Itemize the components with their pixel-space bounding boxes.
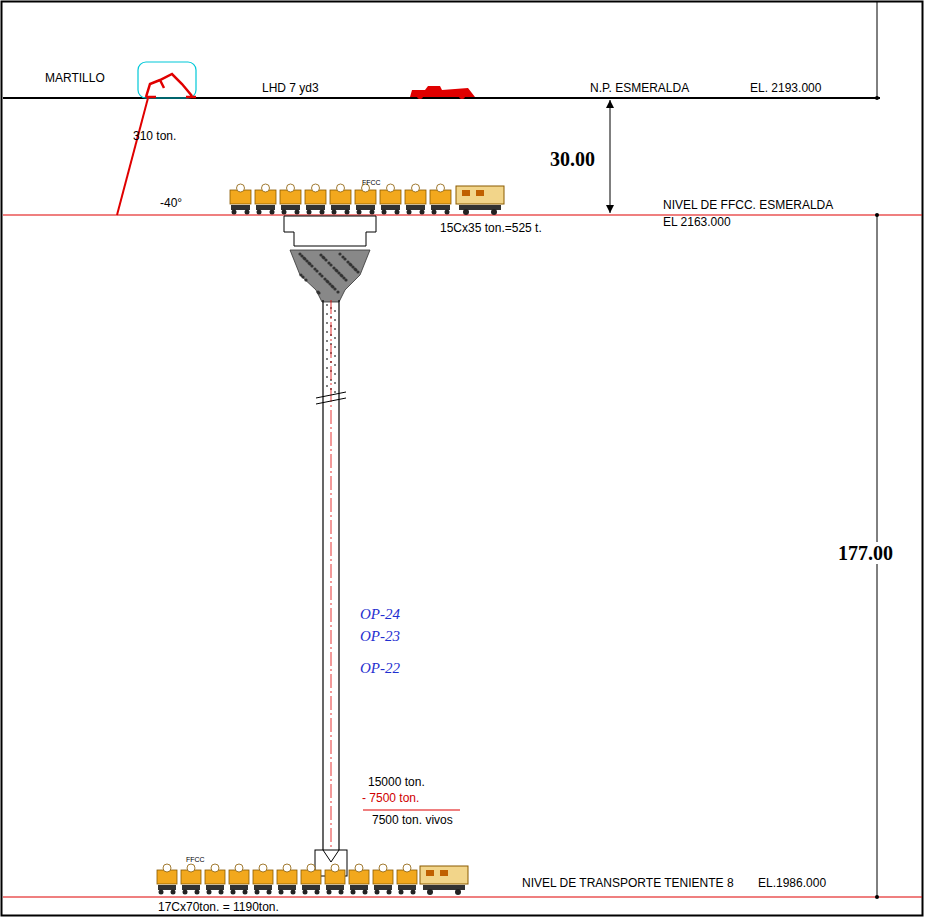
bin-hopper — [284, 216, 376, 246]
car-bogie — [302, 885, 320, 890]
ore-pass-axis — [331, 300, 332, 850]
locomotive — [420, 866, 468, 884]
car-bogie — [158, 885, 176, 890]
ore-pass-wall — [322, 300, 323, 850]
ore-pass-id: OP-23 — [360, 628, 400, 645]
dimension-tick — [875, 895, 879, 899]
car-bogie — [281, 205, 300, 210]
hammer-niche — [138, 62, 196, 98]
tonnage-label: 7500 ton. vivos — [372, 814, 453, 827]
equipment-label: MARTILLO — [45, 72, 105, 85]
car-bogie — [256, 205, 275, 210]
car-bogie — [306, 205, 325, 210]
car-bogie — [356, 205, 375, 210]
locomotive — [456, 186, 504, 204]
dimension-line — [877, 2, 878, 98]
level-name: NIVEL DE TRANSPORTE TENIENTE 8 — [522, 877, 734, 890]
ore-pass-wall — [338, 300, 339, 850]
level-name: NIVEL DE FFCC. ESMERALDA — [663, 199, 833, 212]
car-bogie — [326, 885, 344, 890]
dimension-tick — [875, 96, 879, 100]
car-bogie — [381, 205, 400, 210]
ore-pass-id: OP-22 — [360, 660, 400, 677]
angle-label: -40° — [160, 197, 182, 210]
car-bogie — [331, 205, 350, 210]
railway-level — [3, 214, 922, 215]
ore-rubble — [290, 250, 370, 302]
train-tag: FFCC — [362, 179, 381, 187]
level-name: N.P. ESMERALDA — [590, 82, 689, 95]
dimension-tick — [875, 213, 879, 217]
tonnage-label: 15000 ton. — [368, 776, 425, 789]
car-bogie — [398, 885, 416, 890]
car-bogie — [350, 885, 368, 890]
car-bogie — [374, 885, 392, 890]
rock-breaker — [146, 74, 196, 97]
sum-line — [363, 809, 460, 810]
dimension-value: 177.00 — [836, 542, 895, 564]
car-bogie — [230, 885, 248, 890]
car-bogie — [254, 885, 272, 890]
car-bogie — [206, 885, 224, 890]
elevation-label: EL. 2193.000 — [750, 82, 821, 95]
elevation-label: EL 2163.000 — [663, 216, 731, 229]
break-mark — [316, 392, 346, 404]
trains — [157, 184, 504, 895]
car-bogie — [406, 205, 425, 210]
dimension-line — [610, 100, 611, 213]
train-tag: FFCC — [186, 856, 205, 864]
dimension-value: 30.00 — [548, 148, 597, 170]
car-bogie — [431, 205, 450, 210]
car-bogie — [231, 205, 250, 210]
train-capacity: 17Cx70ton. = 1190ton. — [158, 901, 279, 914]
tonnage-label: - 7500 ton. — [362, 792, 419, 805]
transport-level — [3, 896, 922, 897]
train-capacity: 15Cx35 ton.=525 t. — [440, 222, 542, 235]
production-level — [3, 97, 880, 99]
equipment-label: LHD 7 yd3 — [262, 82, 319, 95]
grizzly-pass — [117, 98, 148, 215]
ore-texture — [298, 252, 359, 393]
car-bogie — [278, 885, 296, 890]
dimension-arrows — [606, 100, 614, 213]
car-bogie — [182, 885, 200, 890]
elevation-label: EL.1986.000 — [758, 877, 826, 890]
tonnage-label: 310 ton. — [133, 130, 176, 143]
ore-pass-id: OP-24 — [360, 606, 400, 623]
